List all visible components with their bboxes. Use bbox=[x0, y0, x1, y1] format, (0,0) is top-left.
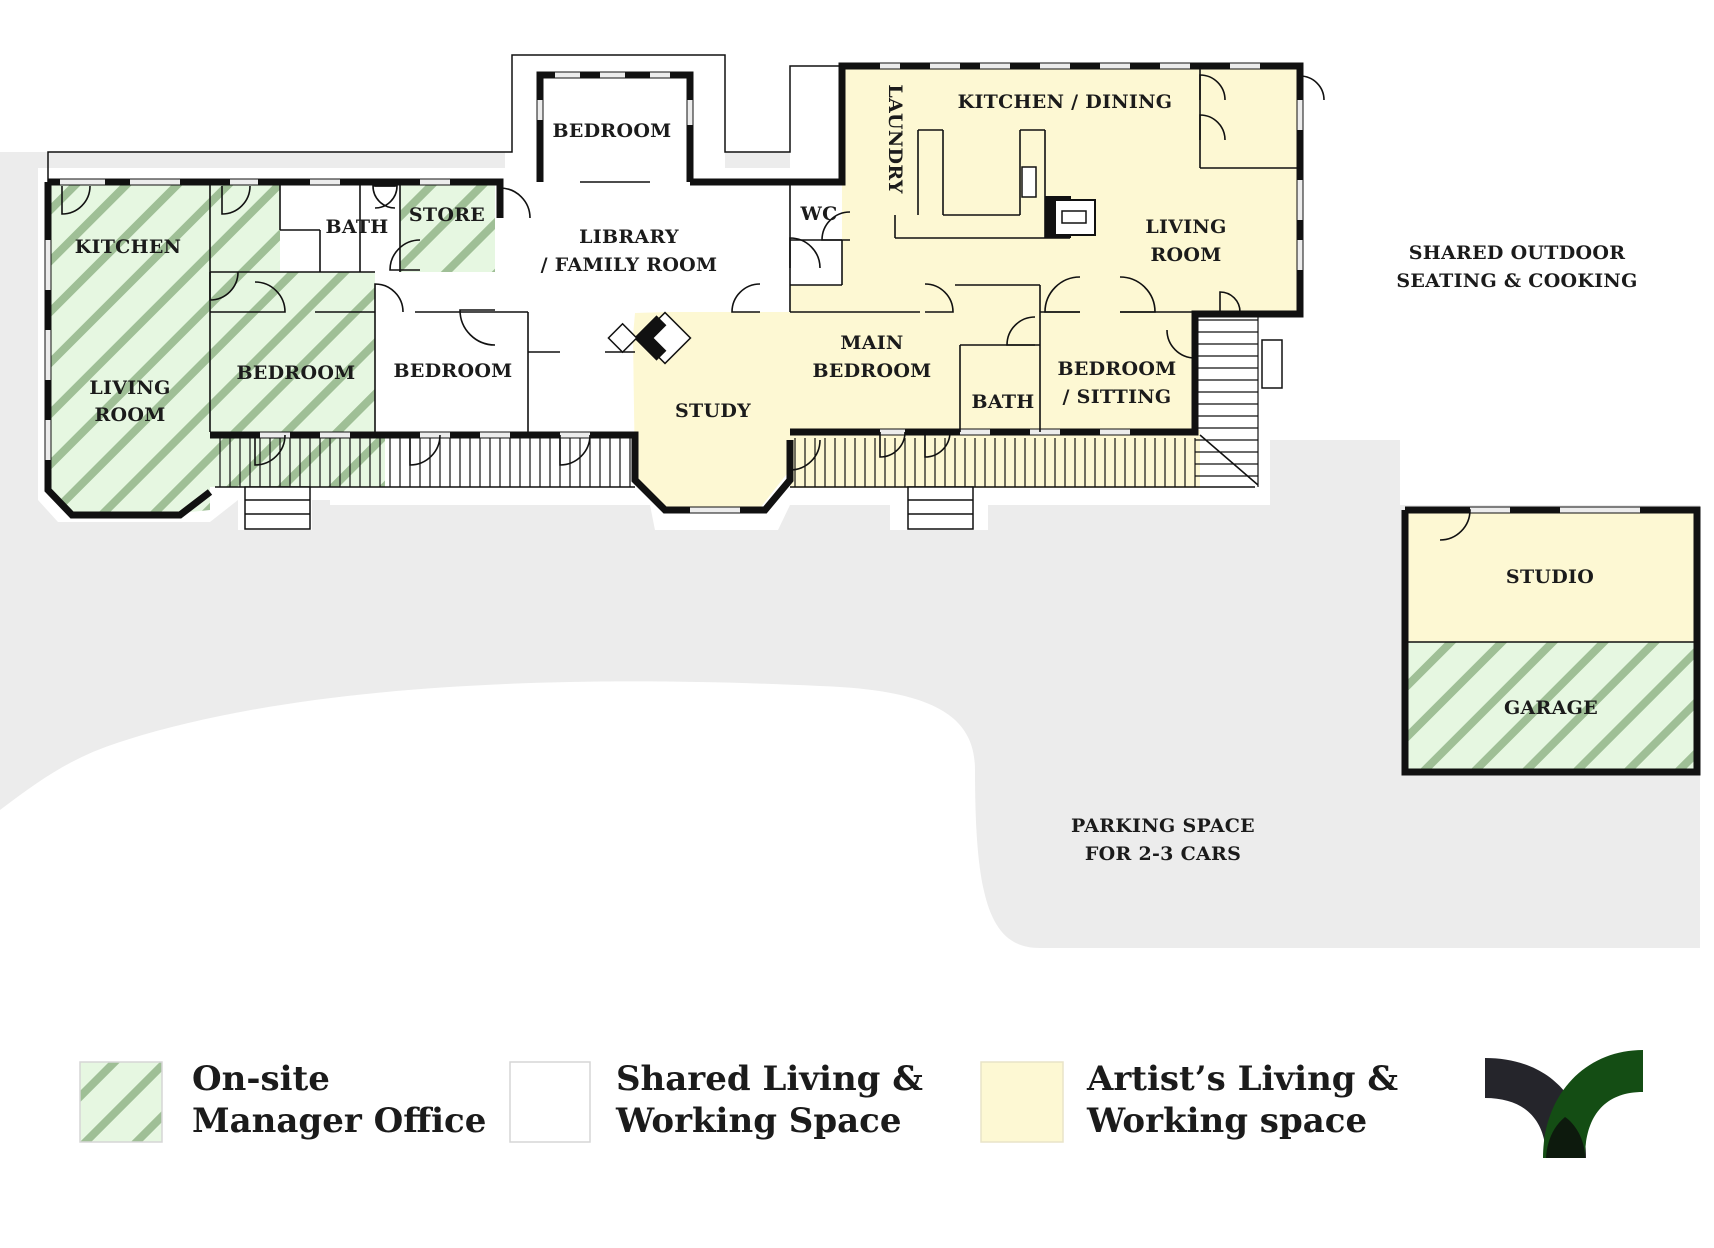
legend-shared-line2: Working Space bbox=[615, 1101, 902, 1141]
legend-artist-line2: Working space bbox=[1086, 1101, 1367, 1141]
manager-zone bbox=[48, 182, 495, 516]
side-stairs bbox=[1195, 314, 1259, 487]
room-garage: GARAGE bbox=[1504, 697, 1598, 719]
room-bedroom-shared: BEDROOM bbox=[393, 360, 512, 382]
room-living-right-line1: LIVING bbox=[1145, 216, 1226, 238]
steps bbox=[244, 486, 974, 530]
legend-manager-line2: Manager Office bbox=[192, 1101, 486, 1141]
room-labels: KITCHEN LIVING ROOM BATH STORE BEDROOM B… bbox=[75, 84, 1638, 865]
area-outdoor-line1: SHARED OUTDOOR bbox=[1409, 242, 1626, 264]
doors bbox=[61, 74, 1471, 541]
room-study: STUDY bbox=[675, 400, 751, 422]
legend-artist-line1: Artist’s Living & bbox=[1086, 1059, 1398, 1099]
area-outdoor-line2: SEATING & COOKING bbox=[1396, 270, 1637, 292]
room-bedroom-manager: BEDROOM bbox=[236, 362, 355, 384]
room-wc: WC bbox=[799, 203, 837, 225]
room-kitchen-left: KITCHEN bbox=[75, 236, 182, 258]
brand-logo bbox=[1485, 1050, 1643, 1158]
room-laundry: LAUNDRY bbox=[884, 84, 906, 194]
legend: On-site Manager Office Shared Living & W… bbox=[79, 1059, 1398, 1143]
area-parking-line2: FOR 2-3 CARS bbox=[1085, 843, 1241, 865]
room-bedroom-sitting-line2: / SITTING bbox=[1063, 386, 1172, 408]
legend-shared-line1: Shared Living & bbox=[616, 1059, 923, 1099]
windows bbox=[45, 63, 1640, 513]
study-stove bbox=[607, 311, 692, 365]
room-kitchen-dining: KITCHEN / DINING bbox=[958, 91, 1173, 113]
outer-outline bbox=[47, 54, 842, 182]
room-library-line2: / FAMILY ROOM bbox=[541, 254, 718, 276]
fireplace bbox=[1021, 166, 1096, 238]
room-living-left-line2: ROOM bbox=[94, 404, 165, 426]
room-store: STORE bbox=[409, 204, 485, 226]
room-living-left-line1: LIVING bbox=[89, 377, 170, 399]
room-library-line1: LIBRARY bbox=[579, 226, 679, 248]
room-bedroom-sitting-line1: BEDROOM bbox=[1057, 358, 1176, 380]
legend-swatch-shared bbox=[509, 1061, 591, 1143]
room-living-right-line2: ROOM bbox=[1150, 244, 1221, 266]
room-bedroom-top: BEDROOM bbox=[552, 120, 671, 142]
room-bath-right: BATH bbox=[971, 391, 1034, 413]
room-main-bedroom-line1: MAIN bbox=[840, 332, 903, 354]
room-main-bedroom-line2: BEDROOM bbox=[812, 360, 931, 382]
legend-swatch-artist bbox=[980, 1061, 1064, 1143]
legend-manager-line1: On-site bbox=[192, 1059, 330, 1099]
logo-overlap bbox=[1546, 1117, 1585, 1158]
area-parking-line1: PARKING SPACE bbox=[1071, 815, 1255, 837]
legend-swatch-manager bbox=[79, 1061, 163, 1143]
room-studio: STUDIO bbox=[1506, 566, 1594, 588]
room-bath-left: BATH bbox=[325, 216, 388, 238]
garage-hatch bbox=[1405, 642, 1697, 772]
